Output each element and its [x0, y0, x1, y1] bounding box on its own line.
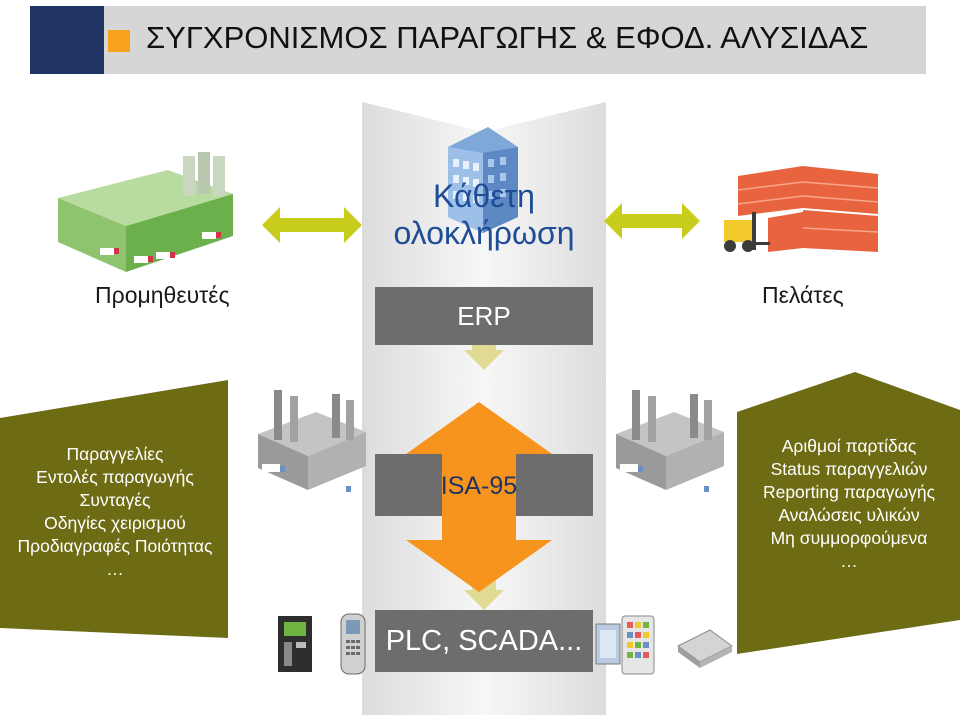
supplier-double-arrow	[262, 207, 362, 243]
left-item-recipes: Συνταγές	[79, 490, 151, 510]
left-item-production-orders: Εντολές παραγωγής	[36, 467, 194, 487]
monitor-icon	[595, 623, 621, 665]
left-item-ellipsis: …	[106, 559, 124, 579]
vertical-integration-title: Κάθετη ολοκλήρωση	[368, 178, 600, 252]
plc-scada-box: PLC, SCADA...	[375, 610, 593, 672]
vertical-title-line1: Κάθετη	[433, 178, 535, 214]
isa-label: ISA-95	[440, 472, 518, 500]
supplier-warehouse-icon	[58, 152, 233, 272]
suppliers-label: Προμηθευτές	[95, 282, 230, 308]
factory-icon	[258, 390, 366, 492]
right-item-production-reporting: Reporting παραγωγής	[762, 482, 936, 502]
customers-label: Πελάτες	[762, 282, 844, 308]
right-item-batch-numbers: Αριθμοί παρτίδας	[781, 436, 917, 456]
customer-double-arrow	[604, 203, 700, 239]
left-item-orders: Παραγγελίες	[66, 444, 164, 464]
right-results-arrow	[737, 372, 960, 654]
erp-box: ERP	[375, 287, 593, 345]
handheld-scanner-icon	[340, 613, 366, 675]
left-item-quality-specs: Προδιαγραφές Ποιότητας	[17, 536, 213, 556]
metal-plate-icon	[677, 629, 733, 668]
page-title: ΣΥΓΧΡΟΝΙΣΜΟΣ ΠΑΡΑΓΩΓΗΣ & ΕΦΟΔ. ΑΛΥΣΙΔΑΣ	[146, 20, 869, 55]
title-orange-square	[108, 30, 130, 52]
left-requirements-list: Παραγγελίες Εντολές παραγωγής Συνταγές Ο…	[0, 443, 234, 581]
factory-icon	[616, 390, 724, 492]
erp-down-arrow	[464, 344, 504, 370]
right-results-list: Αριθμοί παρτίδας Status παραγγελιών Repo…	[737, 435, 960, 573]
building-icon	[448, 127, 518, 233]
customer-warehouse-forklift-icon	[724, 166, 879, 252]
right-item-order-status: Status παραγγελιών	[770, 459, 928, 479]
control-panel-icon	[278, 616, 312, 672]
vertical-title-line2: ολοκλήρωση	[393, 215, 575, 251]
isa-double-arrow	[406, 402, 552, 592]
right-item-ellipsis: …	[840, 551, 858, 571]
title-navy-block	[30, 6, 104, 74]
right-item-material-consumption: Αναλώσεις υλικών	[778, 505, 920, 525]
right-item-nonconforming: Μη συμμορφούμενα	[770, 528, 928, 548]
keypad-icon	[621, 615, 655, 675]
left-item-operating-instructions: Οδηγίες χειρισμού	[44, 513, 186, 533]
title-bar: ΣΥΓΧΡΟΝΙΣΜΟΣ ΠΑΡΑΓΩΓΗΣ & ΕΦΟΔ. ΑΛΥΣΙΔΑΣ	[30, 6, 926, 74]
left-requirements-arrow	[0, 380, 228, 638]
